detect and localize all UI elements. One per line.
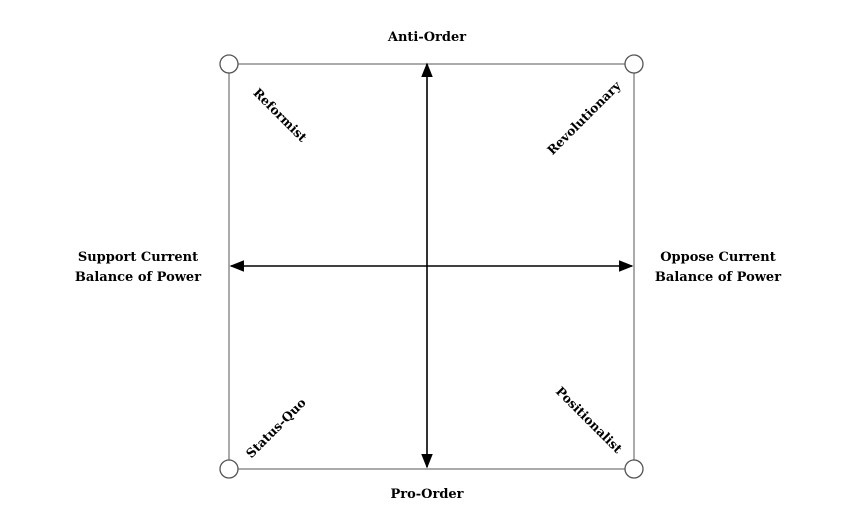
corner-circle-top-right [624, 54, 644, 74]
axis-label-top: Anti-Order [387, 30, 466, 45]
quadrant-label-revolutionary: Revolutionary [544, 77, 624, 157]
quadrant-label-reformist: Reformist [250, 85, 310, 145]
axis-label-bottom: Pro-Order [390, 487, 463, 502]
corner-circle-top-left [219, 54, 239, 74]
corner-circle-bottom-left [219, 459, 239, 479]
quadrant-label-status-quo: Status-Quo [243, 395, 309, 461]
axis-label-left-line-1: Support Current [78, 250, 198, 265]
axis-label-right-line-1: Oppose Current [660, 250, 776, 265]
corner-circle-bottom-right [624, 459, 644, 479]
quadrant-label-positionalist: Positionalist [553, 384, 626, 457]
axis-label-left-line-2: Balance of Power [75, 270, 201, 285]
axis-label-right-line-2: Balance of Power [655, 270, 781, 285]
